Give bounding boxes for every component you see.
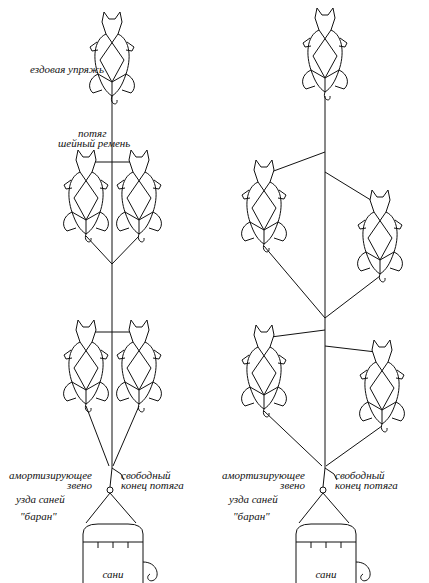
dog-outline	[254, 325, 274, 347]
sled: сани	[68, 522, 160, 583]
neck-line	[93, 162, 132, 163]
dog-outline	[72, 342, 100, 404]
shock-link-label: амортизирующее звено	[219, 470, 305, 490]
shock-link	[107, 487, 113, 493]
sled-dog	[358, 190, 403, 282]
dog-outline	[125, 342, 153, 404]
dog-outline	[254, 160, 274, 182]
dog-outline	[263, 244, 269, 252]
dog-outline	[247, 182, 281, 244]
dog-outline	[69, 172, 103, 234]
harness-label: ездовая упряжь	[30, 64, 110, 74]
dog-outline	[122, 172, 156, 234]
dog-outline	[69, 342, 103, 404]
gang-lines	[86, 96, 382, 523]
tug-lines	[86, 236, 139, 264]
dog-outline	[263, 409, 269, 417]
sled-dog	[90, 12, 135, 104]
dog-outline	[111, 96, 117, 104]
sled-dog	[242, 325, 287, 417]
sled-bridle	[86, 493, 136, 523]
shock-link	[320, 487, 326, 493]
sled-bridle	[299, 493, 349, 523]
neck-line	[271, 330, 376, 352]
dog-outline	[363, 212, 397, 274]
dog-outline	[76, 150, 96, 172]
sled-label: сани	[281, 569, 371, 580]
tug-lines	[264, 246, 380, 318]
sled-label: сани	[68, 569, 158, 580]
shock-link-label: амортизирующее звено	[6, 470, 92, 490]
dog-outline	[381, 424, 387, 432]
free-end-label: свободный конец потяга	[121, 470, 187, 490]
dogs	[64, 8, 405, 432]
dog-outline	[250, 347, 278, 409]
dog-outline	[102, 12, 122, 34]
dog-outline	[372, 340, 392, 362]
dog-outline	[247, 347, 281, 409]
dog-outline	[379, 274, 385, 282]
sled-dog	[64, 150, 109, 242]
neckline-label: шейный ремень	[58, 138, 138, 148]
gangline	[112, 96, 113, 468]
shock-link	[323, 468, 337, 487]
tugline-label: потяг	[78, 128, 118, 138]
sled-dog	[117, 150, 162, 242]
sled-dog	[303, 8, 348, 100]
snub-line-label: "баран"	[20, 511, 70, 521]
sled-dog	[242, 160, 287, 252]
free-end-label: свободный конец потяга	[335, 470, 401, 490]
sled-frame	[143, 562, 157, 581]
dog-outline	[138, 234, 144, 242]
sled-frame	[356, 562, 370, 581]
sled-frame	[296, 542, 356, 548]
dog-outline	[76, 320, 96, 342]
dog-outline	[125, 172, 153, 234]
sled: сани	[281, 522, 373, 583]
dog-outline	[122, 342, 156, 404]
bridle-label: узда саней	[229, 494, 299, 504]
dog-outline	[324, 92, 330, 100]
neck-line	[93, 332, 132, 333]
dog-outline	[250, 182, 278, 244]
sled-frame	[83, 542, 143, 548]
dog-outline	[311, 30, 339, 92]
sled-dog	[117, 320, 162, 412]
dog-outline	[72, 172, 100, 234]
dog-outline	[138, 404, 144, 412]
tug-lines	[264, 411, 382, 466]
bridle-label: узда саней	[16, 494, 86, 504]
dog-outline	[129, 320, 149, 342]
dog-outline	[85, 404, 91, 412]
dog-outline	[366, 212, 394, 274]
dog-outline	[85, 234, 91, 242]
tug-lines	[86, 406, 139, 466]
neck-line	[271, 152, 374, 202]
dog-outline	[365, 362, 399, 424]
sled-dog	[360, 340, 405, 432]
dog-outline	[308, 30, 342, 92]
dog-outline	[129, 150, 149, 172]
snub-line-label: "баран"	[233, 511, 283, 521]
dog-outline	[370, 190, 390, 212]
dog-outline	[368, 362, 396, 424]
sled-dog	[64, 320, 109, 412]
dog-outline	[315, 8, 335, 30]
